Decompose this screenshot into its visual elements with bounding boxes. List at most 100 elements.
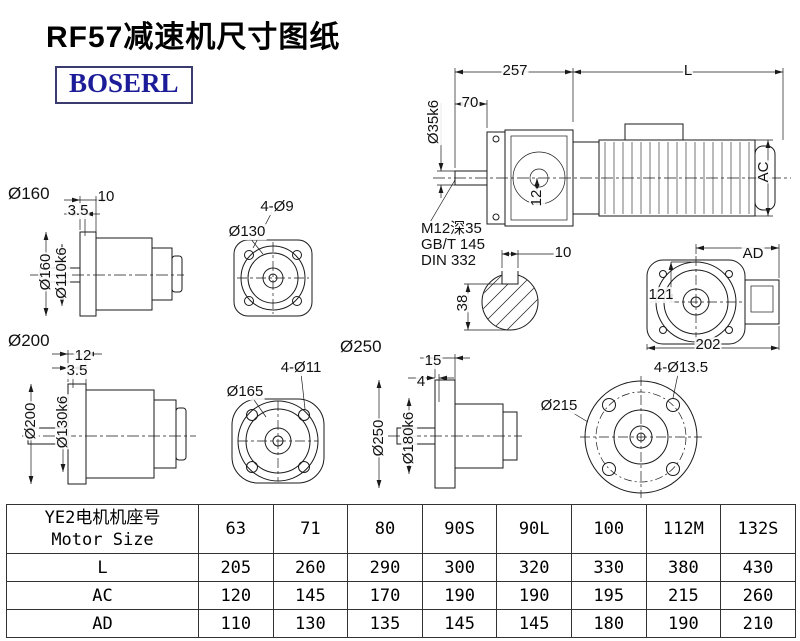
dim-f250-4: 4 [415, 373, 427, 391]
size-cell: 90L [496, 504, 572, 554]
dim-f250-inner: Ø180k6 [400, 410, 418, 466]
dim-f200-outer: Ø200 [22, 401, 40, 441]
dim-f160-outer: Ø160 [37, 252, 55, 292]
size-cell: 132S [720, 504, 796, 554]
value-cell: 380 [645, 553, 722, 582]
label-f130-holes: 4-Ø9 [259, 198, 295, 216]
section-label-200: Ø200 [8, 331, 50, 350]
hatching [482, 274, 538, 330]
value-cell: 260 [720, 581, 796, 610]
page-title: RF57减速机尺寸图纸 [46, 21, 341, 54]
dim-f250-15: 15 [423, 352, 443, 370]
table-row-AD: AD 110 130 135 145 145 180 190 210 [6, 609, 796, 638]
tapped-hole-note: M12深35 GB/T 145 DIN 332 [421, 221, 485, 269]
size-cell: 90S [421, 504, 498, 554]
flange200-side-drawing [22, 350, 196, 485]
dim-shaft-diameter: Ø35k6 [425, 98, 443, 146]
label-f165-holes: 4-Ø11 [279, 359, 323, 377]
value-cell: 135 [347, 609, 423, 638]
value-cell: 120 [198, 581, 274, 610]
dim-f160-3-5: 3.5 [66, 202, 90, 220]
value-cell: 190 [645, 609, 722, 638]
note-gbt: GB/T 145 [421, 236, 485, 253]
dim-f200-inner: Ø130k6 [54, 394, 72, 450]
flange-outline [231, 398, 325, 484]
dim-38: 38 [454, 293, 472, 313]
size-cell: 100 [570, 504, 647, 554]
terminal-box [624, 123, 684, 141]
dim-AC: AC [755, 160, 773, 184]
note-din: DIN 332 [421, 252, 477, 269]
flange [79, 231, 97, 317]
note-m12: M12深35 [421, 220, 482, 237]
size-cell: 112M [645, 504, 722, 554]
value-cell: 210 [720, 609, 796, 638]
label-f215: Ø215 [539, 397, 579, 415]
motor-size-header-cn: YE2电机机座号 [44, 507, 161, 528]
table-row-L: L 205 260 290 300 320 330 380 430 [6, 553, 796, 582]
value-cell: 180 [570, 609, 647, 638]
dim-L: L [682, 62, 694, 80]
dim-70: 70 [460, 94, 480, 112]
shaft-section-drawing [464, 250, 554, 331]
value-cell: 320 [496, 553, 572, 582]
dim-key-height: 12 [528, 188, 546, 208]
value-cell: 300 [421, 553, 498, 582]
value-cell: 205 [198, 553, 274, 582]
dim-202: 202 [694, 336, 722, 354]
label-f215-holes: 4-Ø13.5 [652, 359, 710, 377]
table-header-row: YE2电机机座号 Motor Size 63 71 80 90S 90L 100… [6, 504, 796, 554]
keyway-slot [501, 271, 519, 285]
value-cell: 215 [645, 581, 722, 610]
motor-size-header: YE2电机机座号 Motor Size [6, 504, 199, 554]
value-cell: 110 [198, 609, 274, 638]
value-cell: 430 [720, 553, 796, 582]
size-cell: 71 [272, 504, 349, 554]
dimension-arrows [465, 251, 518, 330]
flange250-side-drawing [376, 354, 522, 489]
dim-f160-inner: Ø110k6 [53, 246, 71, 300]
flange165-front-drawing [231, 372, 325, 484]
body [85, 389, 155, 479]
dimension-table: YE2电机机座号 Motor Size 63 71 80 90S 90L 100… [6, 504, 796, 638]
value-cell: 170 [347, 581, 423, 610]
dim-key-width: 10 [553, 244, 573, 262]
row-label: AC [6, 581, 199, 610]
dim-f160-10: 10 [96, 188, 116, 206]
flange [434, 379, 456, 489]
fan-cover [754, 145, 776, 211]
size-cell: 63 [198, 504, 274, 554]
dim-f200-12: 12 [73, 347, 93, 365]
label-f165: Ø165 [225, 383, 265, 401]
body [95, 237, 153, 311]
value-cell: 130 [272, 609, 349, 638]
row-label: AD [6, 609, 199, 638]
section-label-250: Ø250 [340, 337, 382, 356]
value-cell: 190 [421, 581, 498, 610]
motor-fins [604, 142, 750, 214]
value-cell: 145 [272, 581, 349, 610]
value-cell: 145 [496, 609, 572, 638]
value-cell: 195 [570, 581, 647, 610]
flange215-front-drawing [567, 373, 702, 498]
terminal-box [744, 279, 780, 325]
value-cell: 145 [421, 609, 498, 638]
flange130-front-drawing [233, 211, 313, 317]
dim-f250-outer: Ø250 [370, 418, 388, 458]
label-f130: Ø130 [227, 223, 267, 241]
size-cell: 80 [347, 504, 423, 554]
main-assembly-drawing [428, 68, 791, 227]
section-label-160: Ø160 [8, 184, 50, 203]
motor-size-header-en: Motor Size [51, 530, 154, 550]
value-cell: 290 [347, 553, 423, 582]
dim-AD: AD [741, 245, 765, 263]
dim-121: 121 [647, 286, 675, 304]
table-row-AC: AC 120 145 170 190 190 195 215 260 [6, 581, 796, 610]
flange-outline [233, 239, 313, 317]
brand-logo: BOSERL [55, 66, 193, 104]
dimension-arrows [438, 69, 783, 216]
dim-f200-3-5: 3.5 [65, 362, 89, 380]
value-cell: 260 [272, 553, 349, 582]
value-cell: 190 [496, 581, 572, 610]
